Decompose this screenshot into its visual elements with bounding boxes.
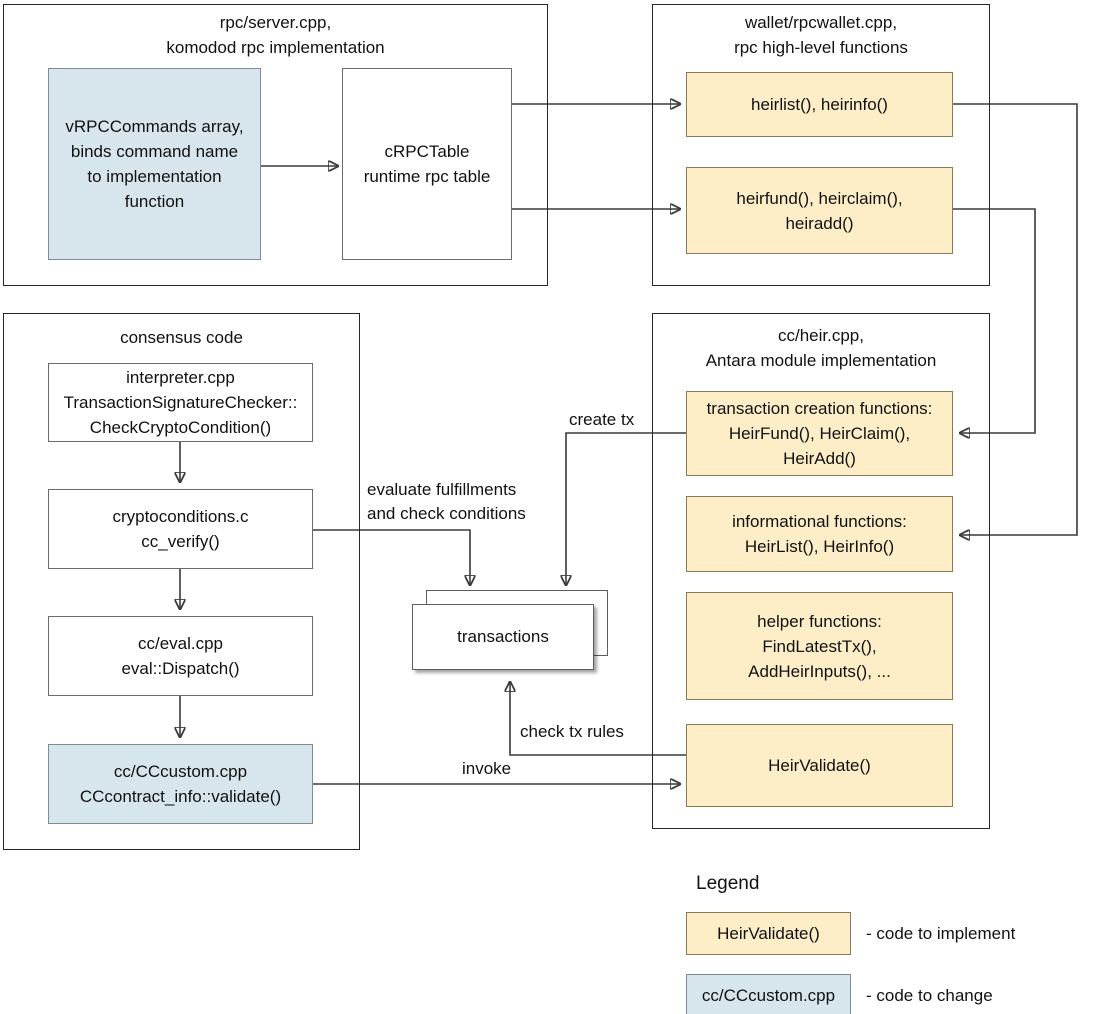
edge-label-evaluate-fulfillments: evaluate fulfillments and check conditio… [367, 480, 526, 523]
edge-label-invoke: invoke [462, 759, 512, 778]
node-helper-functions: helper functions: FindLatestTx(), AddHei… [686, 592, 953, 700]
legend-title: Legend [696, 873, 760, 894]
panel-rpc-server-title: rpc/server.cpp, komodod rpc implementati… [166, 13, 385, 57]
panel-cc-heir-cpp-title: cc/heir.cpp, Antara module implementatio… [705, 326, 937, 370]
panel-rpc-server [3, 4, 548, 286]
node-heirvalidate: HeirValidate() [686, 724, 953, 807]
node-vrpccommands-array: vRPCCommands array, binds command name t… [48, 68, 261, 260]
panel-consensus-code [3, 313, 360, 850]
legend-description-code-to-change: - code to change [866, 986, 993, 1005]
node-crpctable: cRPCTable runtime rpc table [342, 68, 512, 260]
node-interpreter-cpp: interpreter.cpp TransactionSignatureChec… [48, 363, 313, 442]
panel-rpcwallet [652, 4, 990, 286]
node-cryptoconditions-c: cryptoconditions.c cc_verify() [48, 489, 313, 569]
transactions-label: transactions [457, 627, 549, 646]
legend-description-code-to-implement: - code to implement [866, 924, 1016, 943]
panel-cc-heir-cpp [652, 313, 990, 829]
node-informational-functions: informational functions: HeirList(), Hei… [686, 496, 953, 572]
node-heirfund-heirclaim-heiradd: heirfund(), heirclaim(), heiradd() [686, 167, 953, 254]
node-cc-eval-cpp: cc/eval.cpp eval::Dispatch() [48, 616, 313, 696]
node-heirlist-heirinfo: heirlist(), heirinfo() [686, 72, 953, 137]
node-transaction-creation-functions: transaction creation functions: HeirFund… [686, 391, 953, 476]
edge-label-check-tx-rules: check tx rules [520, 722, 624, 741]
panel-rpcwallet-title: wallet/rpcwallet.cpp, rpc high-level fun… [734, 13, 908, 57]
legend-swatch-code-to-implement: HeirValidate() [686, 912, 851, 955]
node-cc-cccustom-cpp: cc/CCcustom.cpp CCcontract_info::validat… [48, 744, 313, 824]
edge-label-create-tx: create tx [569, 410, 635, 429]
transactions-card-front [412, 604, 594, 670]
panel-consensus-code-title: consensus code [120, 328, 243, 347]
legend-swatch-code-to-change: cc/CCcustom.cpp [686, 974, 851, 1014]
